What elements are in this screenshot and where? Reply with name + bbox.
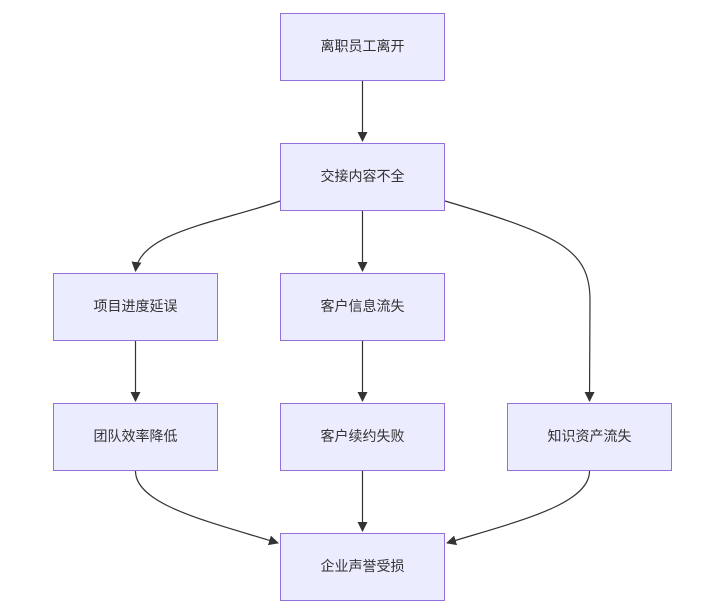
node-label: 项目进度延误 — [93, 299, 178, 315]
node-label: 客户续约失败 — [320, 429, 405, 445]
node-knowledge-asset-loss: 知识资产流失 — [507, 403, 672, 471]
node-customer-info-loss: 客户信息流失 — [280, 273, 445, 341]
node-label: 客户信息流失 — [320, 299, 405, 315]
edge-knowledge-loss-to-reputation-damage — [446, 470, 591, 546]
node-label: 企业声誉受损 — [320, 559, 405, 575]
node-reputation-damage: 企业声誉受损 — [280, 533, 445, 601]
edge-team-efficiency-to-reputation-damage — [134, 470, 279, 546]
edge-handover-to-project-delay — [131, 200, 281, 272]
node-label: 知识资产流失 — [547, 429, 632, 445]
node-team-efficiency-drop: 团队效率降低 — [53, 403, 218, 471]
edge-handover-to-knowledge-loss — [444, 200, 595, 402]
node-employee-departure: 离职员工离开 — [280, 13, 445, 81]
node-label: 离职员工离开 — [320, 39, 405, 55]
node-incomplete-handover: 交接内容不全 — [280, 143, 445, 211]
node-customer-renewal-failure: 客户续约失败 — [280, 403, 445, 471]
node-label: 团队效率降低 — [93, 429, 178, 445]
node-label: 交接内容不全 — [320, 169, 405, 185]
node-project-delay: 项目进度延误 — [53, 273, 218, 341]
